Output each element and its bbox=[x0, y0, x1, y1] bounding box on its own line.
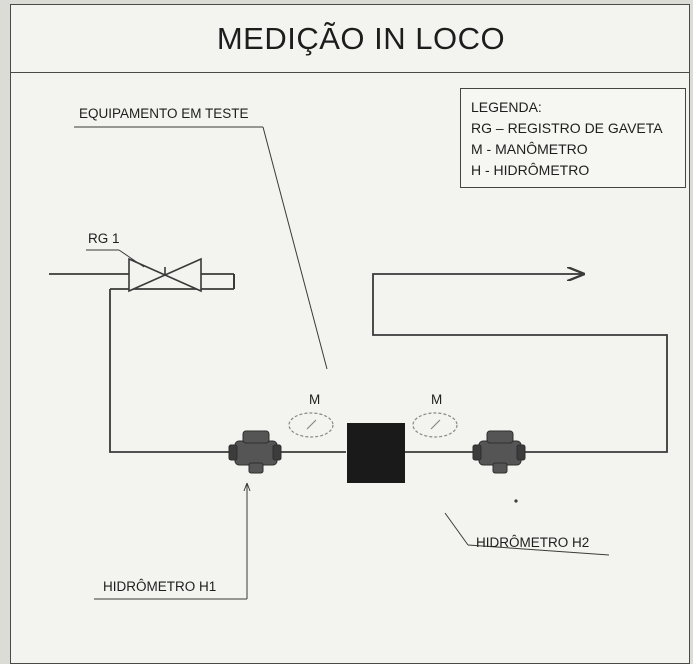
label-valve-rg1: RG 1 bbox=[88, 231, 120, 246]
flow-diagram bbox=[49, 126, 668, 600]
label-equipment-under-test: EQUIPAMENTO EM TESTE bbox=[79, 106, 249, 121]
water-meter-icon bbox=[228, 430, 282, 474]
legend-item-h: H - HIDRÔMETRO bbox=[471, 162, 590, 178]
equipment-under-test bbox=[347, 423, 405, 483]
label-meter-h1: HIDRÔMETRO H1 bbox=[103, 579, 217, 594]
legend-heading: LEGENDA: bbox=[471, 99, 542, 115]
legend: LEGENDA: RG – REGISTRO DE GAVETA M - MAN… bbox=[460, 88, 686, 188]
diagram-frame: MEDIÇÃO IN LOCO LEGENDA: RG – REGISTRO D… bbox=[10, 4, 690, 664]
pressure-gauge-icon bbox=[288, 412, 334, 438]
legend-item-rg: RG – REGISTRO DE GAVETA bbox=[471, 120, 663, 136]
leader-lines bbox=[74, 126, 610, 600]
pipe-loop-right bbox=[372, 274, 668, 453]
diagram-title: MEDIÇÃO IN LOCO bbox=[216, 20, 506, 56]
label-gauge-2: M bbox=[431, 392, 443, 407]
label-meter-h2: HIDRÔMETRO H2 bbox=[476, 535, 590, 550]
pressure-gauge-icon bbox=[412, 412, 458, 438]
water-meter-icon bbox=[472, 430, 526, 474]
gate-valve-icon bbox=[128, 257, 202, 293]
pipe-loop-left bbox=[109, 274, 236, 453]
title-bar: MEDIÇÃO IN LOCO bbox=[11, 5, 689, 73]
legend-item-m: M - MANÔMETRO bbox=[471, 141, 588, 157]
label-gauge-1: M bbox=[309, 392, 321, 407]
